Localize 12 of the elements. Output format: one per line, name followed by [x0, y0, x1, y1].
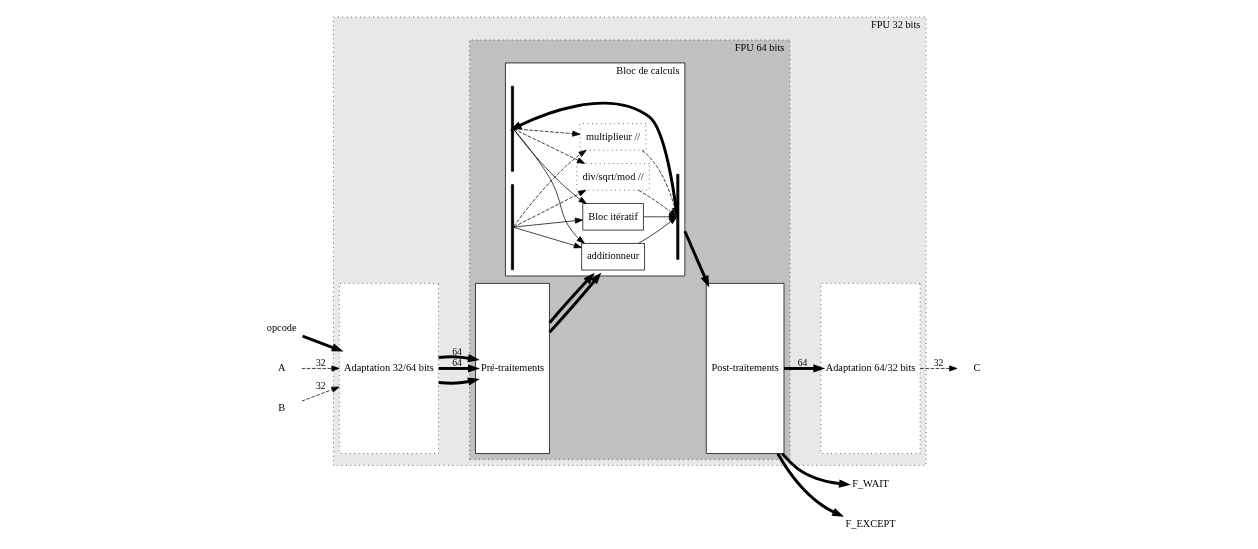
edge-label: 32: [933, 356, 944, 368]
edge-label: 32: [316, 380, 326, 392]
edge-label: 64: [452, 345, 462, 357]
node-text: F_EXCEPT: [845, 518, 896, 530]
node-text: opcode: [266, 322, 297, 334]
edge-label: 64: [797, 356, 808, 368]
edge-label: 64: [452, 356, 462, 368]
node-text: A: [277, 362, 286, 374]
node-text: F_WAIT: [852, 478, 889, 490]
edge-label: 32: [316, 356, 326, 368]
node-text: C: [973, 362, 981, 374]
node-text: B: [278, 402, 286, 414]
